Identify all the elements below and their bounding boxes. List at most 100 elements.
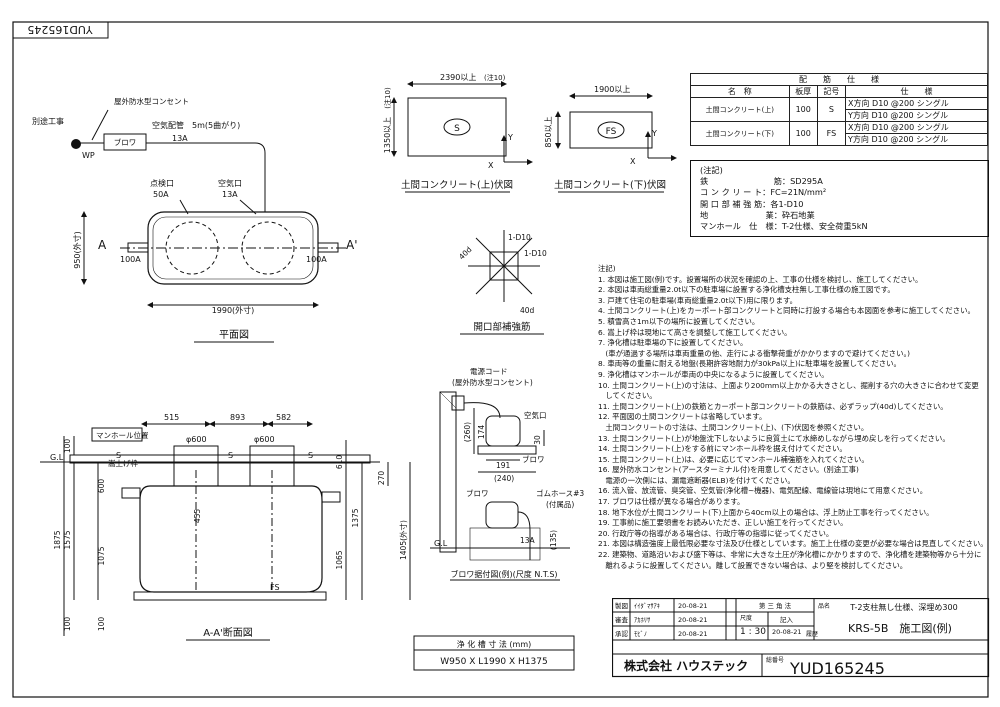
sec-dim-1875: 1875 [53,530,62,549]
rebar-r2-name: 土間コンクリート(下) [690,121,790,146]
slab-upper-x: X [488,161,494,170]
tb-name-label: 品名 [818,602,830,610]
sec-dim-600: 600 [97,479,106,494]
plan-air-size: 13A [222,190,238,199]
opening-caption: 開口部補強筋 [473,321,530,333]
sec-dim-582: 582 [276,413,291,422]
slab-upper-rect [407,97,507,157]
drawing-code-tab-text: YUD165245 [27,23,93,36]
slab-upper-width-ref: (注10) [383,87,392,109]
tb-scale: 1 : 30 [740,627,766,637]
note-line: 8. 車両等の重量に耐える地盤(長期許容地耐力が30kPa以上)に駐車場を設置し… [598,359,901,369]
note-line: 1. 本図は施工図(例)です。設置場所の状況を確認の上、工事の仕様を検討し、施工… [598,274,923,284]
spec-note: 開 口 部 補 強 筋：各1-D10 [700,198,804,209]
tb-r3-name: ﾓﾋﾞﾉ [634,630,647,638]
sec-dim-1575: 1575 [63,530,72,549]
sec-dim-1375: 1375 [351,508,360,527]
note-line: 9. 浄化槽はマンホールが車両の中央になるように設置してください。 [598,369,829,379]
note-line: 16. 屋外防水コンセント(アースターミナル付)を用意してください。(別途工事) [598,465,859,475]
sec-dim-455: 455 [193,509,202,524]
plan-air-pipe: 空気配管 5m(5曲がり) [152,120,240,130]
slab-lower-view: 1900以上 FS 850以上 Y X 土間コンクリート(下)伏図 [544,85,677,193]
plan-air-port: 空気口 [218,178,242,188]
sec-fs: FS [270,583,280,592]
opening-label-2: 1-D10 [524,249,547,258]
plan-inspection-port: 点検口 [150,178,174,188]
tb-r1-role: 製図 [615,601,628,610]
sec-dim-610: 610 [335,455,344,470]
slab-lower-rect [569,111,653,149]
plan-separate-work: 別途工事 [32,116,64,126]
tb-product: KRS-5B 施工図(例) [848,621,952,635]
tb-r1-date: 20-08-21 [678,602,708,610]
slab-lower-length: 1900以上 [594,85,630,94]
slab-lower-y: Y [651,129,657,138]
sec-dim-100b: 100 [63,617,72,632]
slab-lower-width: 850以上 [544,116,553,147]
slab-upper-length-ref: (注10) [484,73,506,82]
slab-lower-mark: FS [606,127,617,137]
plan-outdoor-outlet: 屋外防水型コンセント [114,96,189,106]
sec-dim-100c: 100 [97,617,106,632]
note-line: 13. 土間コンクリート(上)が地盤沈下しないように良質土にて水締めしながら埋め… [598,433,950,443]
sec-gl: G.L [50,453,64,462]
opening-dim-2: 40d [520,306,535,315]
tb-r3-date: 20-08-21 [678,630,708,638]
dims-box-value: W950 X L1990 X H1375 [440,657,547,667]
sec-dim-515: 515 [164,413,179,422]
sec-dim-100a: 100 [63,439,72,454]
bd-dim-30: 30 [533,435,542,445]
sec-dim-1405: 1405(外寸) [398,520,408,560]
note-line: 16. 流入管、放流管、臭突管、空気管(浄化槽~機器)、電気配線、電線管は現地に… [598,486,928,496]
plan-inlet-mark: A [98,238,107,252]
slab-upper-caption: 土間コンクリート(上)伏図 [401,179,513,191]
note-line: 12. 平面図の土間コンクリートは省略しています。 [598,412,767,422]
spec-note: 鉄 筋：SD295A [700,176,823,187]
bd-dim-135: (135) [549,530,558,550]
tb-r1-name: ｲｲﾀﾞﾏｻｱｷ [634,602,660,610]
bd-hose-note: (付属品) [546,499,574,509]
section-view: マンホール位置 嵩上げ枠 515 893 582 φ600 φ600 G.L S… [40,413,411,641]
slab-upper-y: Y [507,133,513,142]
note-line: 17. ブロワは仕様が異なる場合があります。 [598,497,745,507]
bd-blower: ブロワ [522,454,545,464]
sec-caption: A-A'断面図 [203,626,253,639]
bd-outlet: (屋外防水型コンセント) [452,377,533,387]
rebar-r2-mark: FS [816,121,847,146]
note-line: 14. 土間コンクリート(上)をする前にマンホール枠を据え付けてください。 [598,444,847,454]
tb-spec-line: T-2支柱無し仕様、深埋め300 [849,602,957,612]
rebar-r2-y: Y方向 D10 @200 シングル [845,133,988,146]
spec-note: (注記) [700,165,723,175]
tb-history-label: 履歴 [806,631,818,638]
slab-upper-width: 1350以上 [383,117,392,153]
tb-projection: 第 三 角 法 [759,601,792,610]
spec-notes-frame [690,160,989,237]
plan-manhole-2 [241,221,295,275]
note-line: 11. 土間コンクリート(上)の鉄筋とカーポート部コンクリートの鉄筋は、必ずラッ… [598,401,948,411]
sec-dim-893: 893 [230,413,245,422]
plan-blower: ブロワ [114,137,137,147]
tb-r3-role: 承認 [615,629,629,638]
sheet-border [12,21,989,698]
opening-dim-1: 40d [457,245,474,262]
note-line: 18. 地下水位が土間コンクリート(下)上面から40cm以上の場合は、浮上防止工… [598,507,934,517]
rebar-r2-thick: 100 [788,121,818,146]
bd-power-cord: 電源コード [470,367,508,376]
rebar-h-mark: 記号 [816,85,847,98]
spec-note: コ ン ク リ ー ト：FC=21N/mm² [700,187,827,198]
rebar-h-thick: 板厚 [788,85,818,98]
rebar-r1-mark: S [816,97,847,122]
sec-dim-1075: 1075 [97,546,106,565]
slab-lower-caption: 土間コンクリート(下)伏図 [554,179,666,191]
bd-caption: ブロワ据付図(例)(尺度 N.T.S) [450,569,557,579]
sec-phi-1: φ600 [186,435,207,444]
spec-note: 地 業：砕石地業 [700,209,815,220]
note-line: 土間コンクリートの寸法は、土間コンクリート(上)、(下)伏図を参照ください。 [598,422,869,432]
rebar-r1-x: X方向 D10 @200 シングル [845,97,988,110]
bd-pipe: 13A [520,536,536,545]
bd-gl: G.L [434,539,448,548]
rebar-r1-name: 土間コンクリート(上) [690,97,790,122]
note-line: (車が通過する場所は車両重量の他、走行による衝撃荷重がかかりますので避けてくださ… [598,348,911,358]
plan-blower-box [103,133,147,151]
